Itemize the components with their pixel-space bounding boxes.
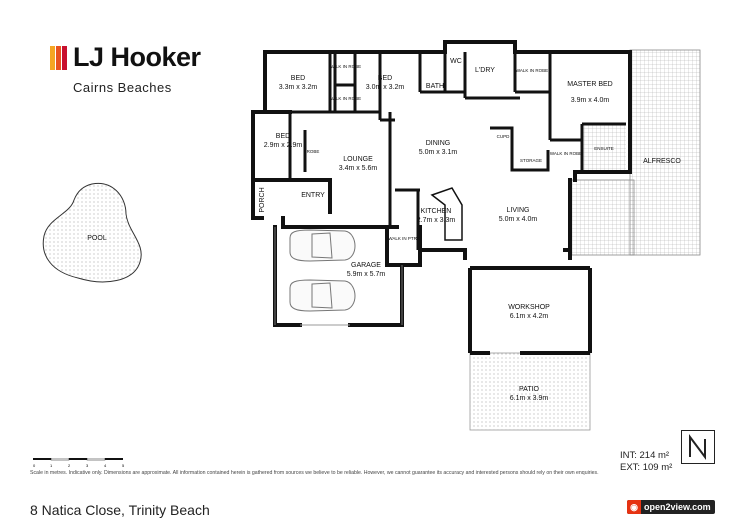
patio-area: [469, 352, 591, 431]
alfresco-label: ALFRESCO: [643, 158, 681, 165]
walk-in-robe-3-label: WALK IN ROBE: [550, 151, 582, 156]
external-area: EXT: 109 m²: [620, 462, 673, 473]
kitchen-size: 2.7m x 3.3m: [417, 217, 456, 224]
logo-bar-red: [62, 45, 67, 70]
car-icon-2: [289, 279, 356, 312]
cupd-label: CUPD: [497, 134, 511, 139]
garage-name: GARAGE: [351, 262, 381, 269]
north-compass-icon: [681, 430, 715, 464]
lounge-size: 3.4m x 5.6m: [339, 165, 378, 172]
scale-tick-3: 3: [86, 463, 89, 468]
porch-label: PORCH: [259, 187, 266, 212]
kitchen-name: KITCHEN: [421, 208, 452, 215]
patio-size: 6.1m x 3.9m: [510, 395, 549, 402]
bed3-name: BED: [276, 133, 290, 140]
storage-label: STORAGE: [520, 158, 542, 163]
dining-name: DINING: [426, 140, 451, 147]
scale-tick-4: 4: [104, 463, 107, 468]
open2view-badge: ◉ open2view.com: [627, 500, 715, 514]
logo-bar-orange: [56, 45, 61, 70]
living-name: LIVING: [507, 207, 530, 214]
pool-label: POOL: [87, 235, 107, 242]
car-icon: [289, 229, 356, 262]
pool-shape: [42, 182, 142, 283]
ldry-label: L'DRY: [475, 67, 495, 74]
master-name: MASTER BED: [567, 81, 613, 88]
brand-name: LJ Hooker: [73, 42, 201, 72]
scale-tick-5: 5: [122, 463, 125, 468]
walk-in-robe-master-label: WALK IN ROBE: [516, 68, 548, 73]
robe-label: ROBE: [307, 149, 320, 154]
logo-bars-icon: [50, 45, 67, 70]
master-size: 3.9m x 4.0m: [571, 97, 610, 104]
bed2-size: 3.0m x 3.2m: [366, 84, 405, 91]
walk-in-ptry-label: WALK IN PTRY: [388, 236, 420, 241]
bed1-size: 3.3m x 3.2m: [279, 84, 318, 91]
bed1-name: BED: [291, 75, 305, 82]
scale-tick-0: 0: [33, 463, 36, 468]
logo-bar-yellow: [50, 45, 55, 70]
scale-bar: 0 1 2 3 4 5: [33, 458, 125, 468]
wc-label: WC: [450, 58, 462, 65]
alfresco-area: [629, 49, 701, 256]
lounge-name: LOUNGE: [343, 156, 373, 163]
camera-icon: ◉: [627, 500, 641, 514]
bed3-size: 2.9m x 2.9m: [264, 142, 303, 149]
living-size: 5.0m x 4.0m: [499, 216, 538, 223]
internal-area: INT: 214 m²: [620, 450, 670, 461]
entry-label: ENTRY: [301, 192, 325, 199]
brand-logo: LJ Hooker: [50, 42, 201, 73]
garage-size: 5.9m x 5.7m: [347, 271, 386, 278]
alfresco-lower: [569, 179, 635, 256]
dining-size: 5.0m x 3.1m: [419, 149, 458, 156]
ensuite-label: ENSUITE: [594, 146, 614, 151]
bath-label: BATH: [426, 83, 444, 90]
kitchen-island: [430, 187, 463, 241]
walk-in-robe-2-label: WALK IN ROBE: [329, 96, 361, 101]
scale-tick-1: 1: [50, 463, 53, 468]
property-address: 8 Natica Close, Trinity Beach: [30, 502, 210, 518]
brand-office: Cairns Beaches: [73, 80, 172, 95]
workshop-size: 6.1m x 4.2m: [510, 313, 549, 320]
patio-name: PATIO: [519, 386, 540, 393]
workshop-name: WORKSHOP: [508, 304, 550, 311]
area-stats: INT: 214 m² EXT: 109 m²: [620, 450, 672, 474]
bed2-name: BED: [378, 75, 392, 82]
scale-tick-2: 2: [68, 463, 71, 468]
badge-text: open2view.com: [644, 502, 711, 512]
walk-in-robe-1-label: WALK IN ROBE: [329, 64, 361, 69]
ensuite-area: [582, 124, 626, 172]
disclaimer: Scale in metres. Indicative only. Dimens…: [30, 470, 599, 476]
